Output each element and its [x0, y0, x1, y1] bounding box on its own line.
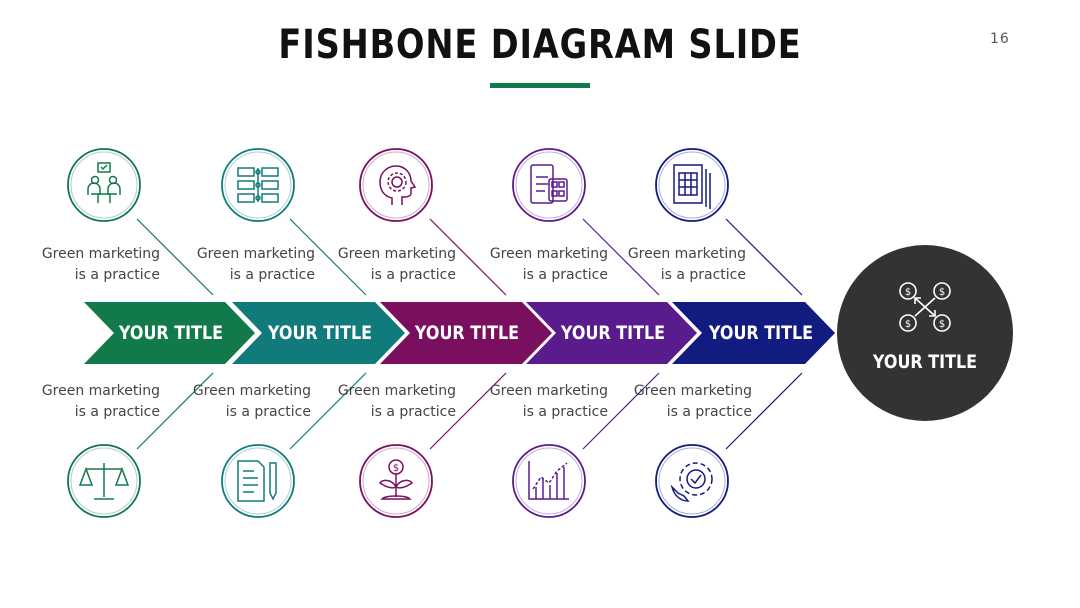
segment-title-2: YOUR TITLE — [267, 322, 373, 344]
chevron-segment-4 — [526, 302, 697, 364]
spreadsheet-icon — [655, 148, 729, 222]
bottom-label-5: Green marketing is a practice — [633, 383, 752, 420]
svg-text:$: $ — [393, 463, 399, 474]
bone-lines — [136, 218, 803, 450]
bone-line — [136, 372, 214, 450]
bone-line — [725, 372, 803, 450]
workflow-list-icon — [221, 148, 295, 222]
bone-line — [289, 372, 367, 450]
slide-title: FISHBONE DIAGRAM SLIDE — [278, 22, 802, 68]
top-label-4: Green marketing is a practice — [489, 246, 608, 283]
head-circle — [837, 245, 1013, 421]
money-plant-icon: $ — [359, 444, 433, 518]
chevron-segment-3 — [380, 302, 552, 364]
top-label-5: Green marketing is a practice — [627, 246, 746, 283]
bone-line — [582, 372, 660, 450]
segment-title-1: YOUR TITLE — [118, 322, 224, 344]
bottom-label-2: Green marketing is a practice — [192, 383, 311, 420]
svg-text:$: $ — [905, 319, 911, 330]
growth-chart-icon — [512, 444, 586, 518]
bottom-label-3: Green marketing is a practice — [337, 383, 456, 420]
page-number: 16 — [990, 31, 1010, 47]
bone-line — [289, 218, 367, 296]
bone-line — [429, 218, 507, 296]
svg-text:$: $ — [905, 287, 911, 298]
chevron-segment-5 — [672, 302, 835, 364]
svg-text:$: $ — [939, 287, 945, 298]
segment-title-4: YOUR TITLE — [560, 322, 666, 344]
document-pencil-icon — [221, 444, 295, 518]
report-calculator-icon — [512, 148, 586, 222]
title-underline — [490, 83, 590, 88]
bone-line — [429, 372, 507, 450]
spine — [84, 302, 835, 364]
segment-title-3: YOUR TITLE — [414, 322, 520, 344]
mind-idea-icon — [359, 148, 433, 222]
top-label-2: Green marketing is a practice — [196, 246, 315, 283]
bottom-label-4: Green marketing is a practice — [489, 383, 608, 420]
team-meeting-icon — [67, 148, 141, 222]
bottom-label-1: Green marketing is a practice — [41, 383, 160, 420]
chevron-segment-2 — [232, 302, 405, 364]
bone-line — [725, 218, 803, 296]
bone-line — [136, 218, 214, 296]
top-label-1: Green marketing is a practice — [41, 246, 160, 283]
segment-title-5: YOUR TITLE — [708, 322, 814, 344]
money-flow-icon: $ $ $ $ — [899, 282, 951, 332]
head-title: YOUR TITLE — [872, 351, 978, 373]
balance-scale-icon — [67, 444, 141, 518]
svg-text:$: $ — [939, 319, 945, 330]
top-label-3: Green marketing is a practice — [337, 246, 456, 283]
settings-check-icon — [655, 444, 729, 518]
chevron-segment-1 — [84, 302, 255, 364]
bone-line — [582, 218, 660, 296]
